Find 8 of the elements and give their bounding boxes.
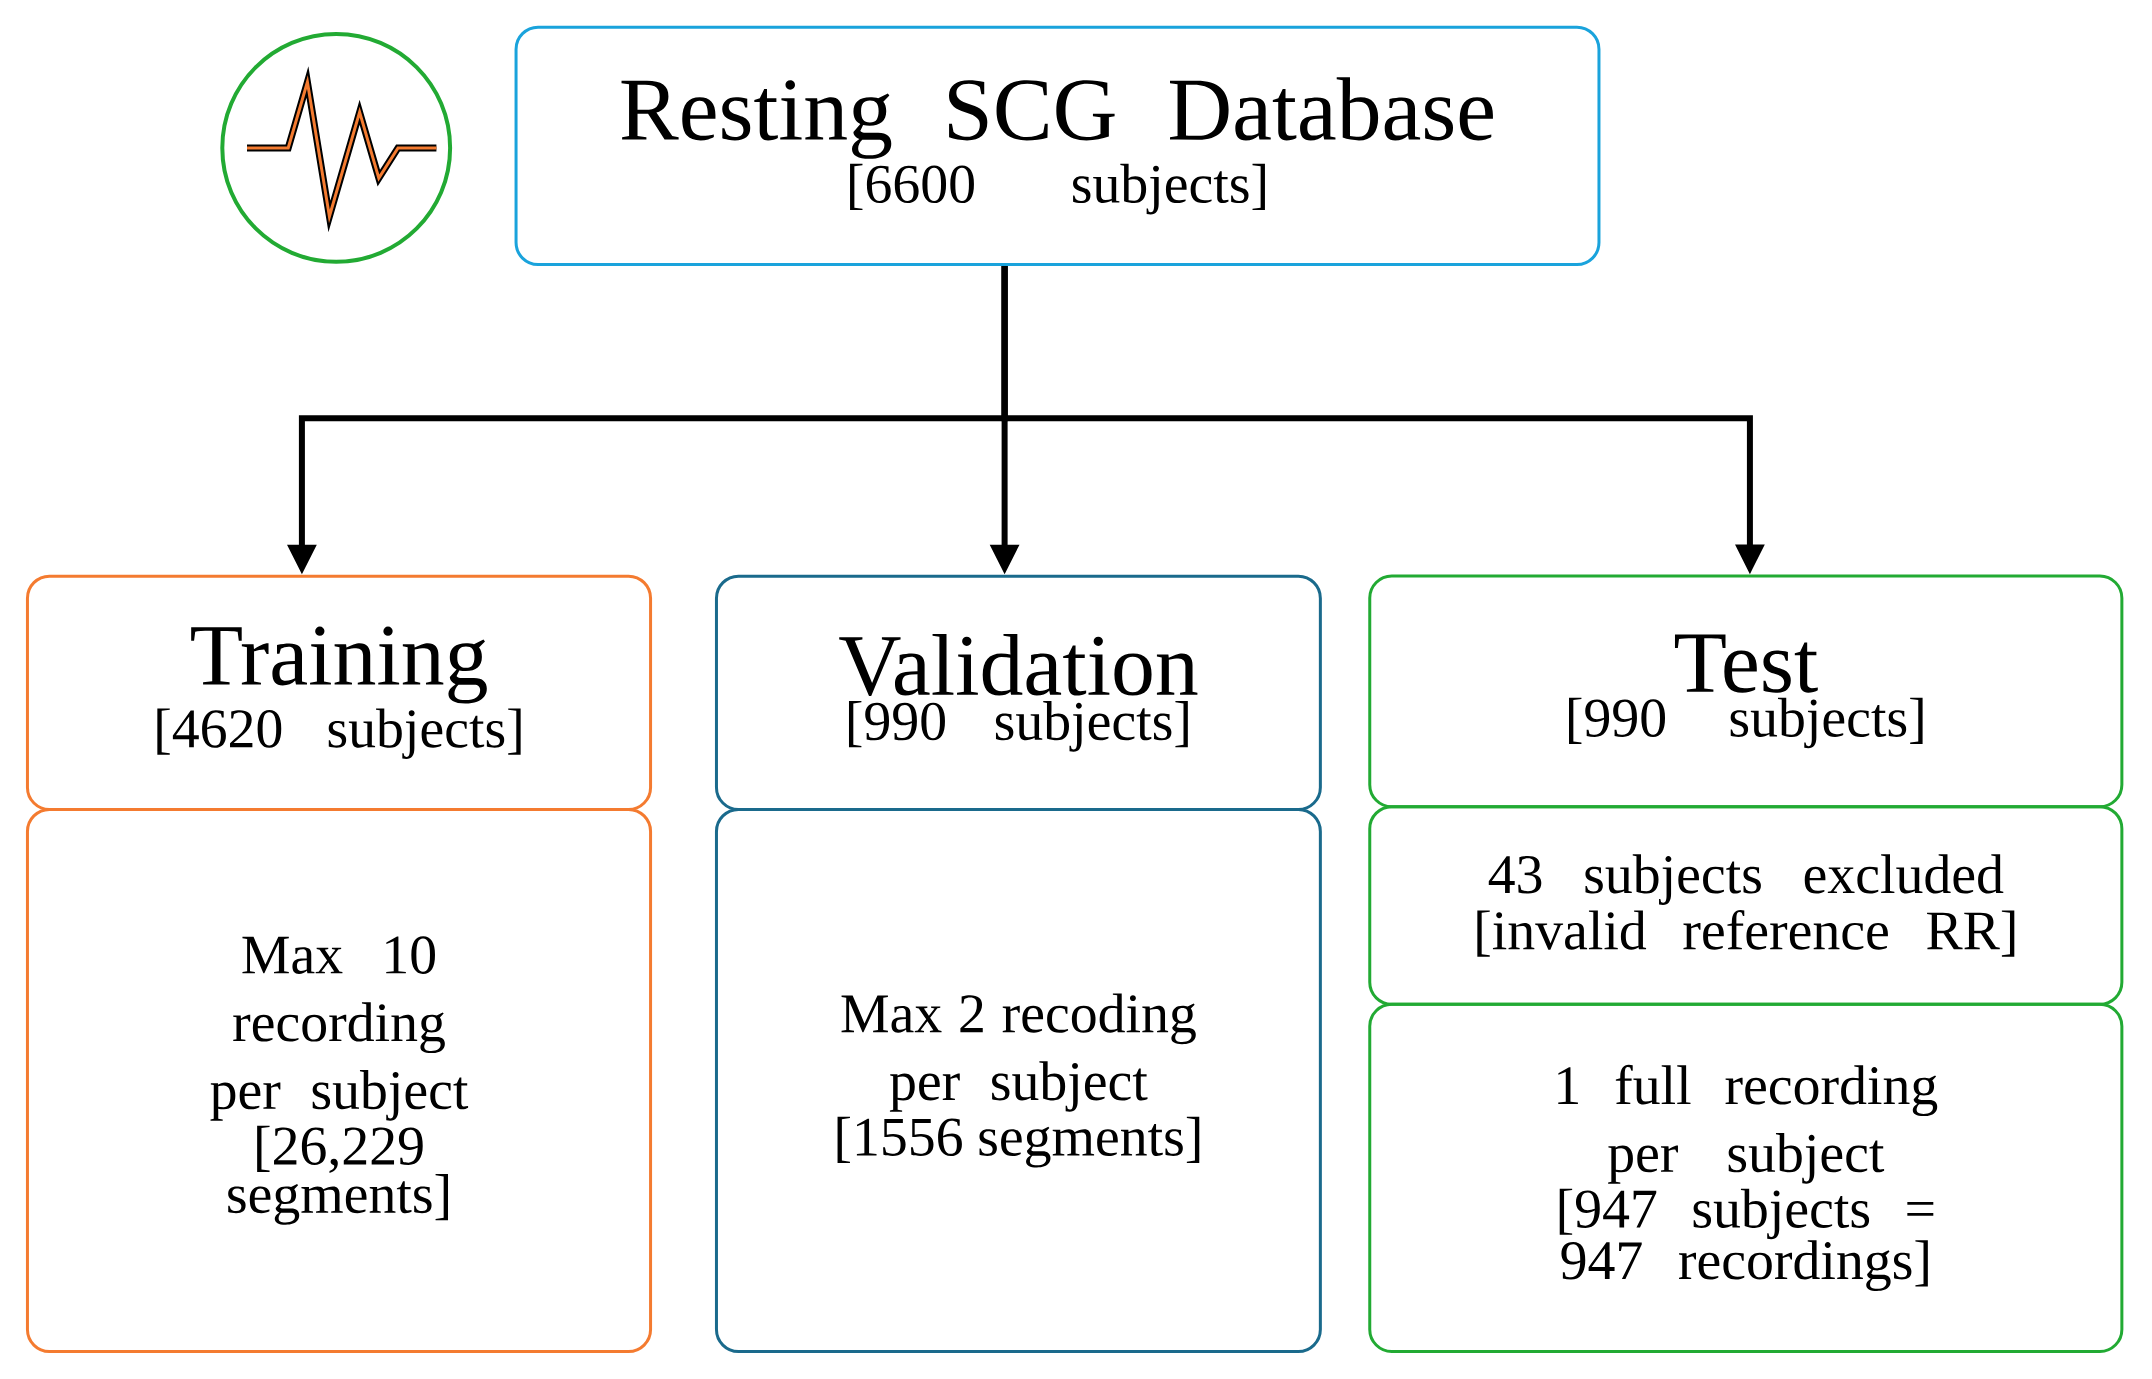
- detail-box: Max 10 recording per subject [26,229 segments]: [25, 807, 653, 1354]
- header-box: Test [990 subjects]: [1368, 574, 2124, 809]
- detail-box: Max 2 recoding per subject [1556 segments]: [714, 807, 1322, 1354]
- database-box: Resting SCG Database [6600 subjects]: [514, 25, 1601, 267]
- header-box: Validation [990 subjects]: [714, 574, 1322, 811]
- header-box: Training [4620 subjects]: [25, 574, 653, 811]
- detail-box: 43 subjects excluded [invalid reference RR]: [1368, 805, 2124, 1006]
- detail-box: 1 full recording per subject [947 subjects = 947 recordings]: [1368, 1002, 2124, 1353]
